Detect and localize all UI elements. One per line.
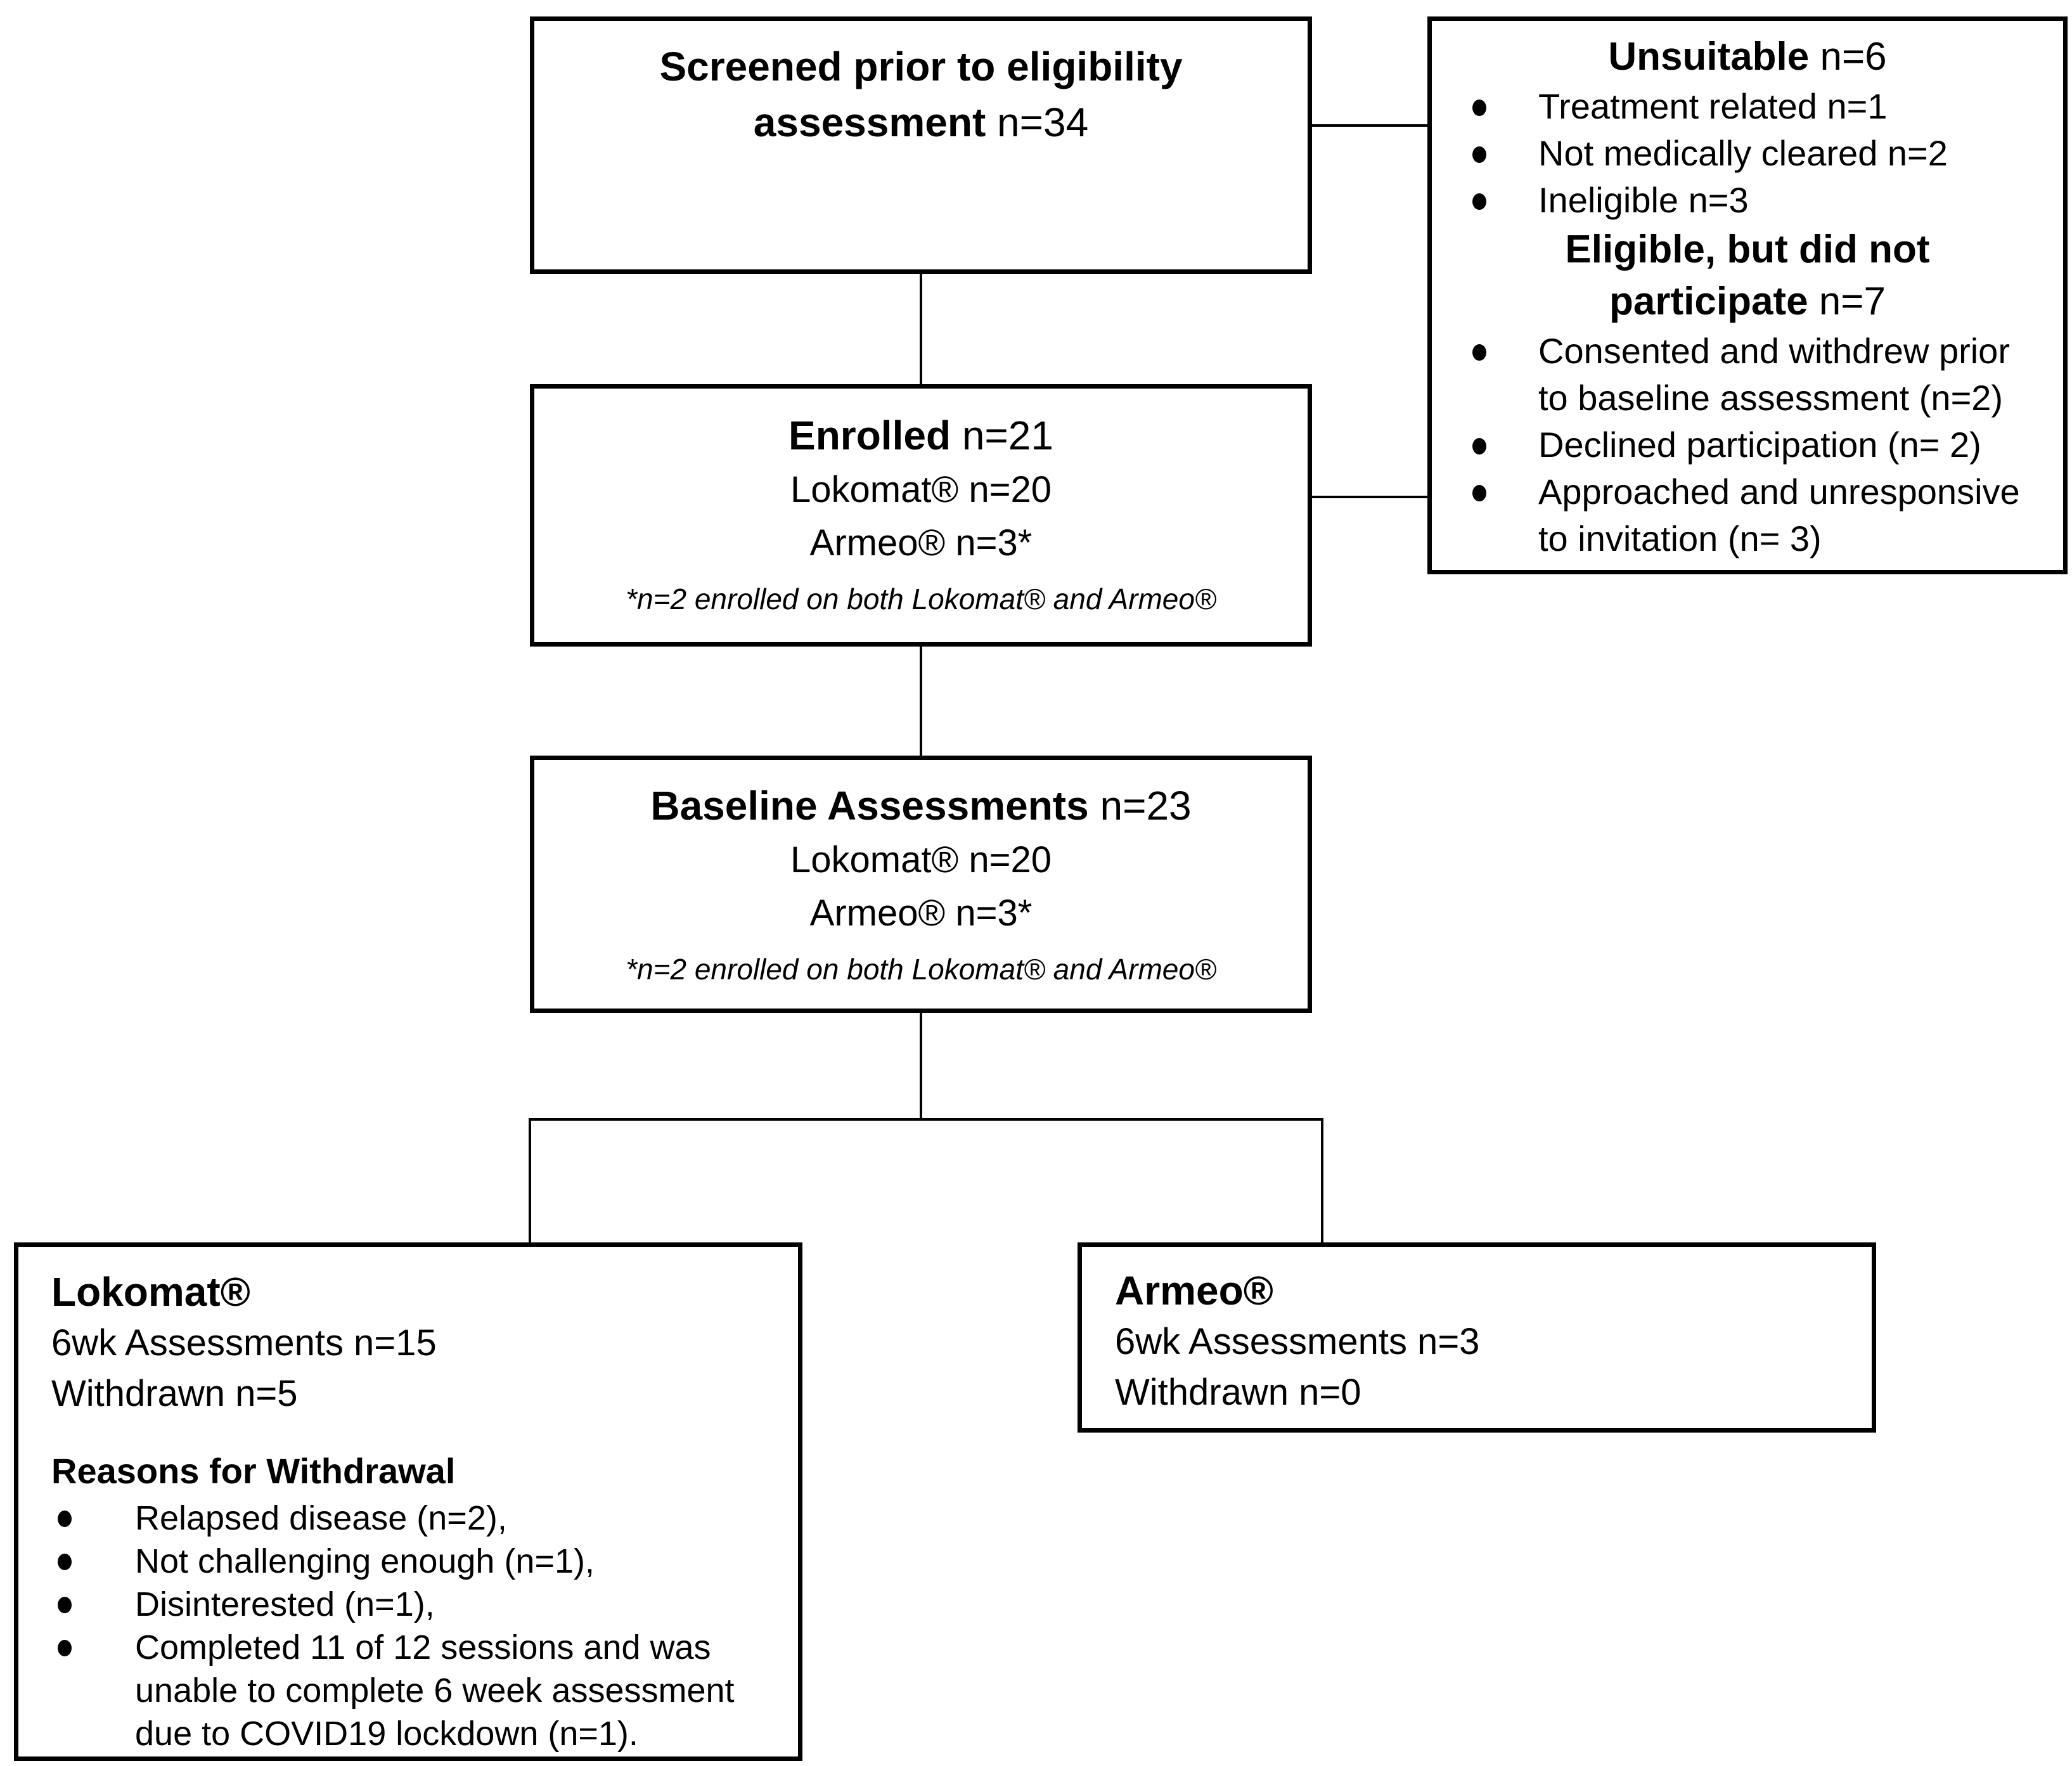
enrolled-header: Enrolled n=21: [534, 408, 1308, 463]
bullet-icon: [58, 1554, 72, 1570]
bullet-icon: [1472, 146, 1486, 163]
bullet-icon: [58, 1597, 72, 1613]
list-item-text: Ineligible n=3: [1538, 180, 1749, 220]
list-item: Not challenging enough (n=1),: [51, 1540, 779, 1583]
connector-enrolled-to-baseline: [920, 647, 922, 756]
armeo-withdrawn-line: Withdrawn n=0: [1115, 1372, 1361, 1413]
list-item-text: Disinterested (n=1),: [135, 1585, 435, 1623]
baseline-box: Baseline Assessments n=23 Lokomat® n=20 …: [530, 756, 1312, 1013]
unsuitable-count: n=6: [1809, 35, 1887, 79]
armeo-assessments-line: 6wk Assessments n=3: [1115, 1321, 1480, 1362]
list-item: Consented and withdrew prior to baseline…: [1443, 328, 2052, 422]
bullet-icon: [1472, 485, 1486, 501]
connector-split-to-lokomat: [529, 1118, 531, 1242]
eligible-not-participate-header: Eligible, but did not participate n=7: [1443, 224, 2052, 328]
lokomat-assessments-line: 6wk Assessments n=15: [51, 1322, 437, 1363]
unsuitable-list: Treatment related n=1 Not medically clea…: [1443, 83, 2052, 224]
list-item: Not medically cleared n=2: [1443, 130, 2052, 177]
enrolled-lokomat-line: Lokomat® n=20: [790, 469, 1052, 510]
reasons-list: Relapsed disease (n=2), Not challenging …: [51, 1497, 779, 1755]
enrolled-armeo-line: Armeo® n=3*: [809, 522, 1033, 564]
unsuitable-header: Unsuitable n=6: [1443, 31, 2052, 83]
bullet-icon: [1472, 438, 1486, 454]
connector-baseline-to-split: [920, 1013, 922, 1119]
list-item: Ineligible n=3: [1443, 177, 2052, 224]
eligible-not-participate-count: n=7: [1808, 280, 1886, 323]
exclusions-box: Unsuitable n=6 Treatment related n=1 Not…: [1427, 16, 2068, 574]
screened-box: Screened prior to eligibility assessment…: [530, 16, 1312, 274]
bullet-icon: [58, 1511, 72, 1527]
eligible-not-participate-list: Consented and withdrew prior to baseline…: [1443, 328, 2052, 562]
enrolled-count: n=21: [951, 413, 1053, 458]
list-item-text: Treatment related n=1: [1538, 86, 1888, 126]
baseline-lokomat-line: Lokomat® n=20: [790, 839, 1052, 880]
enrolled-footnote: *n=2 enrolled on both Lokomat® and Armeo…: [626, 583, 1216, 616]
baseline-title: Baseline Assessments: [650, 783, 1089, 828]
list-item: Disinterested (n=1),: [51, 1583, 779, 1626]
unsuitable-title: Unsuitable: [1608, 35, 1810, 79]
lokomat-withdrawn-line: Withdrawn n=5: [51, 1373, 298, 1414]
enrolled-title: Enrolled: [788, 413, 951, 458]
enrolled-box: Enrolled n=21 Lokomat® n=20 Armeo® n=3* …: [530, 384, 1312, 647]
armeo-arm-title: Armeo®: [1115, 1268, 1273, 1313]
list-item-text: Completed 11 of 12 sessions and was unab…: [135, 1628, 735, 1753]
baseline-header: Baseline Assessments n=23: [534, 778, 1308, 834]
connector-enrolled-to-unsuitable: [1312, 496, 1427, 498]
lokomat-arm-title: Lokomat®: [51, 1269, 250, 1315]
bullet-icon: [58, 1640, 72, 1656]
baseline-count: n=23: [1088, 783, 1192, 828]
connector-screened-to-unsuitable: [1312, 124, 1427, 127]
list-item: Treatment related n=1: [1443, 83, 2052, 130]
list-item-text: Relapsed disease (n=2),: [135, 1499, 507, 1537]
list-item-text: Not challenging enough (n=1),: [135, 1542, 595, 1580]
list-item: Declined participation (n= 2): [1443, 422, 2052, 468]
eligible-not-participate-title: Eligible, but did not participate: [1565, 228, 1930, 323]
list-item: Relapsed disease (n=2),: [51, 1497, 779, 1540]
list-item: Approached and unresponsive to invitatio…: [1443, 468, 2052, 562]
bullet-icon: [1472, 193, 1486, 210]
connector-split-to-armeo: [1321, 1118, 1323, 1242]
list-item: Completed 11 of 12 sessions and was unab…: [51, 1626, 779, 1755]
bullet-icon: [1472, 100, 1486, 116]
list-item-text: Not medically cleared n=2: [1538, 133, 1948, 173]
screened-count: n=34: [986, 100, 1089, 145]
list-item-text: Consented and withdrew prior to baseline…: [1538, 331, 2010, 418]
bullet-icon: [1472, 344, 1486, 361]
list-item-text: Approached and unresponsive to invitatio…: [1538, 472, 2020, 558]
connector-split-horizontal: [529, 1118, 1323, 1121]
reasons-for-withdrawal-title: Reasons for Withdrawal: [51, 1451, 456, 1491]
baseline-footnote: *n=2 enrolled on both Lokomat® and Armeo…: [626, 953, 1216, 986]
screened-title: Screened prior to eligibility assessment…: [534, 39, 1308, 150]
baseline-armeo-line: Armeo® n=3*: [809, 893, 1033, 934]
armeo-arm-box: Armeo® 6wk Assessments n=3 Withdrawn n=0: [1078, 1242, 1876, 1433]
connector-screened-to-enrolled: [920, 274, 922, 384]
screened-title-text: Screened prior to eligibility assessment: [659, 44, 1183, 145]
list-item-text: Declined participation (n= 2): [1538, 425, 1981, 465]
lokomat-arm-box: Lokomat® 6wk Assessments n=15 Withdrawn …: [14, 1242, 802, 1761]
